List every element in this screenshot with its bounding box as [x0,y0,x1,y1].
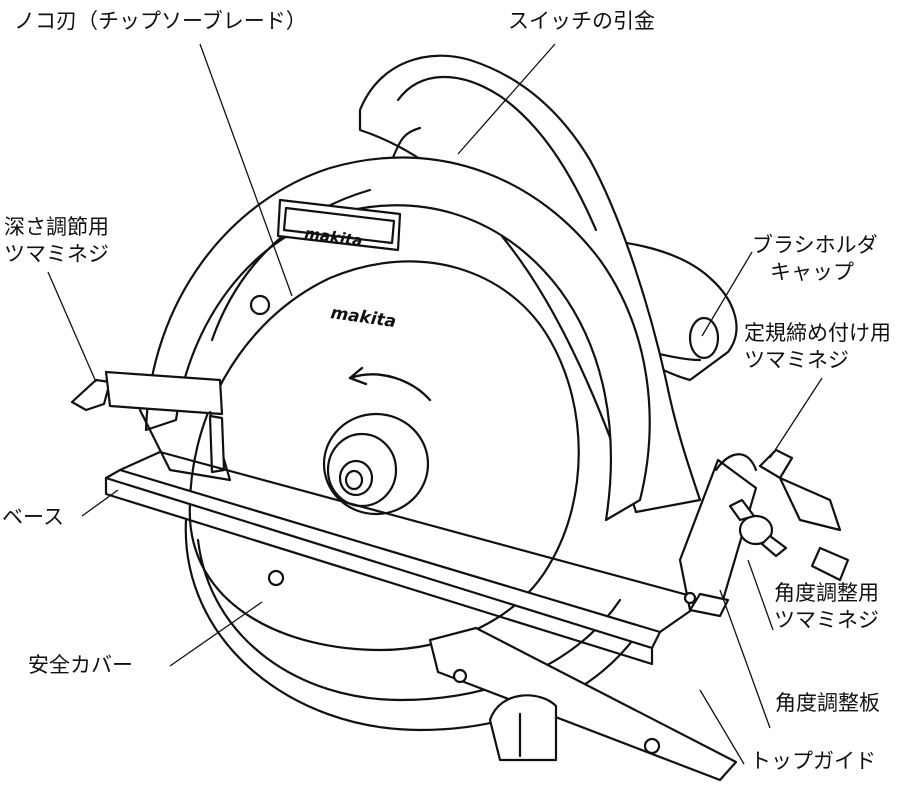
label-depth-knob: 深さ調節用 ツマミネジ [4,215,109,266]
depth-bracket [70,370,232,482]
label-brush-cap: ブラシホルダ キャップ [752,233,878,284]
label-angle-plate: 角度調整板 [775,691,880,715]
brand-plate [276,198,402,252]
label-safety-cover: 安全カバー [28,653,133,677]
label-top-guide: トップガイド [750,749,876,773]
label-blade: ノコ刃（チップソーブレード） [14,9,307,33]
leader-lines [47,43,823,765]
guide-lock-knob [758,448,850,582]
label-angle-knob: 角度調整用 ツマミネジ [774,581,879,632]
top-guide [428,626,738,782]
label-switch-trigger: スイッチの引金 [508,9,655,33]
label-guide-knob: 定規締め付け用 ツマミネジ [744,321,891,372]
angle-plate [678,453,758,618]
angle-wing-nut [728,498,788,558]
arbor-flange [322,412,430,516]
base-plate [104,450,708,666]
label-base: ベース [2,505,64,529]
